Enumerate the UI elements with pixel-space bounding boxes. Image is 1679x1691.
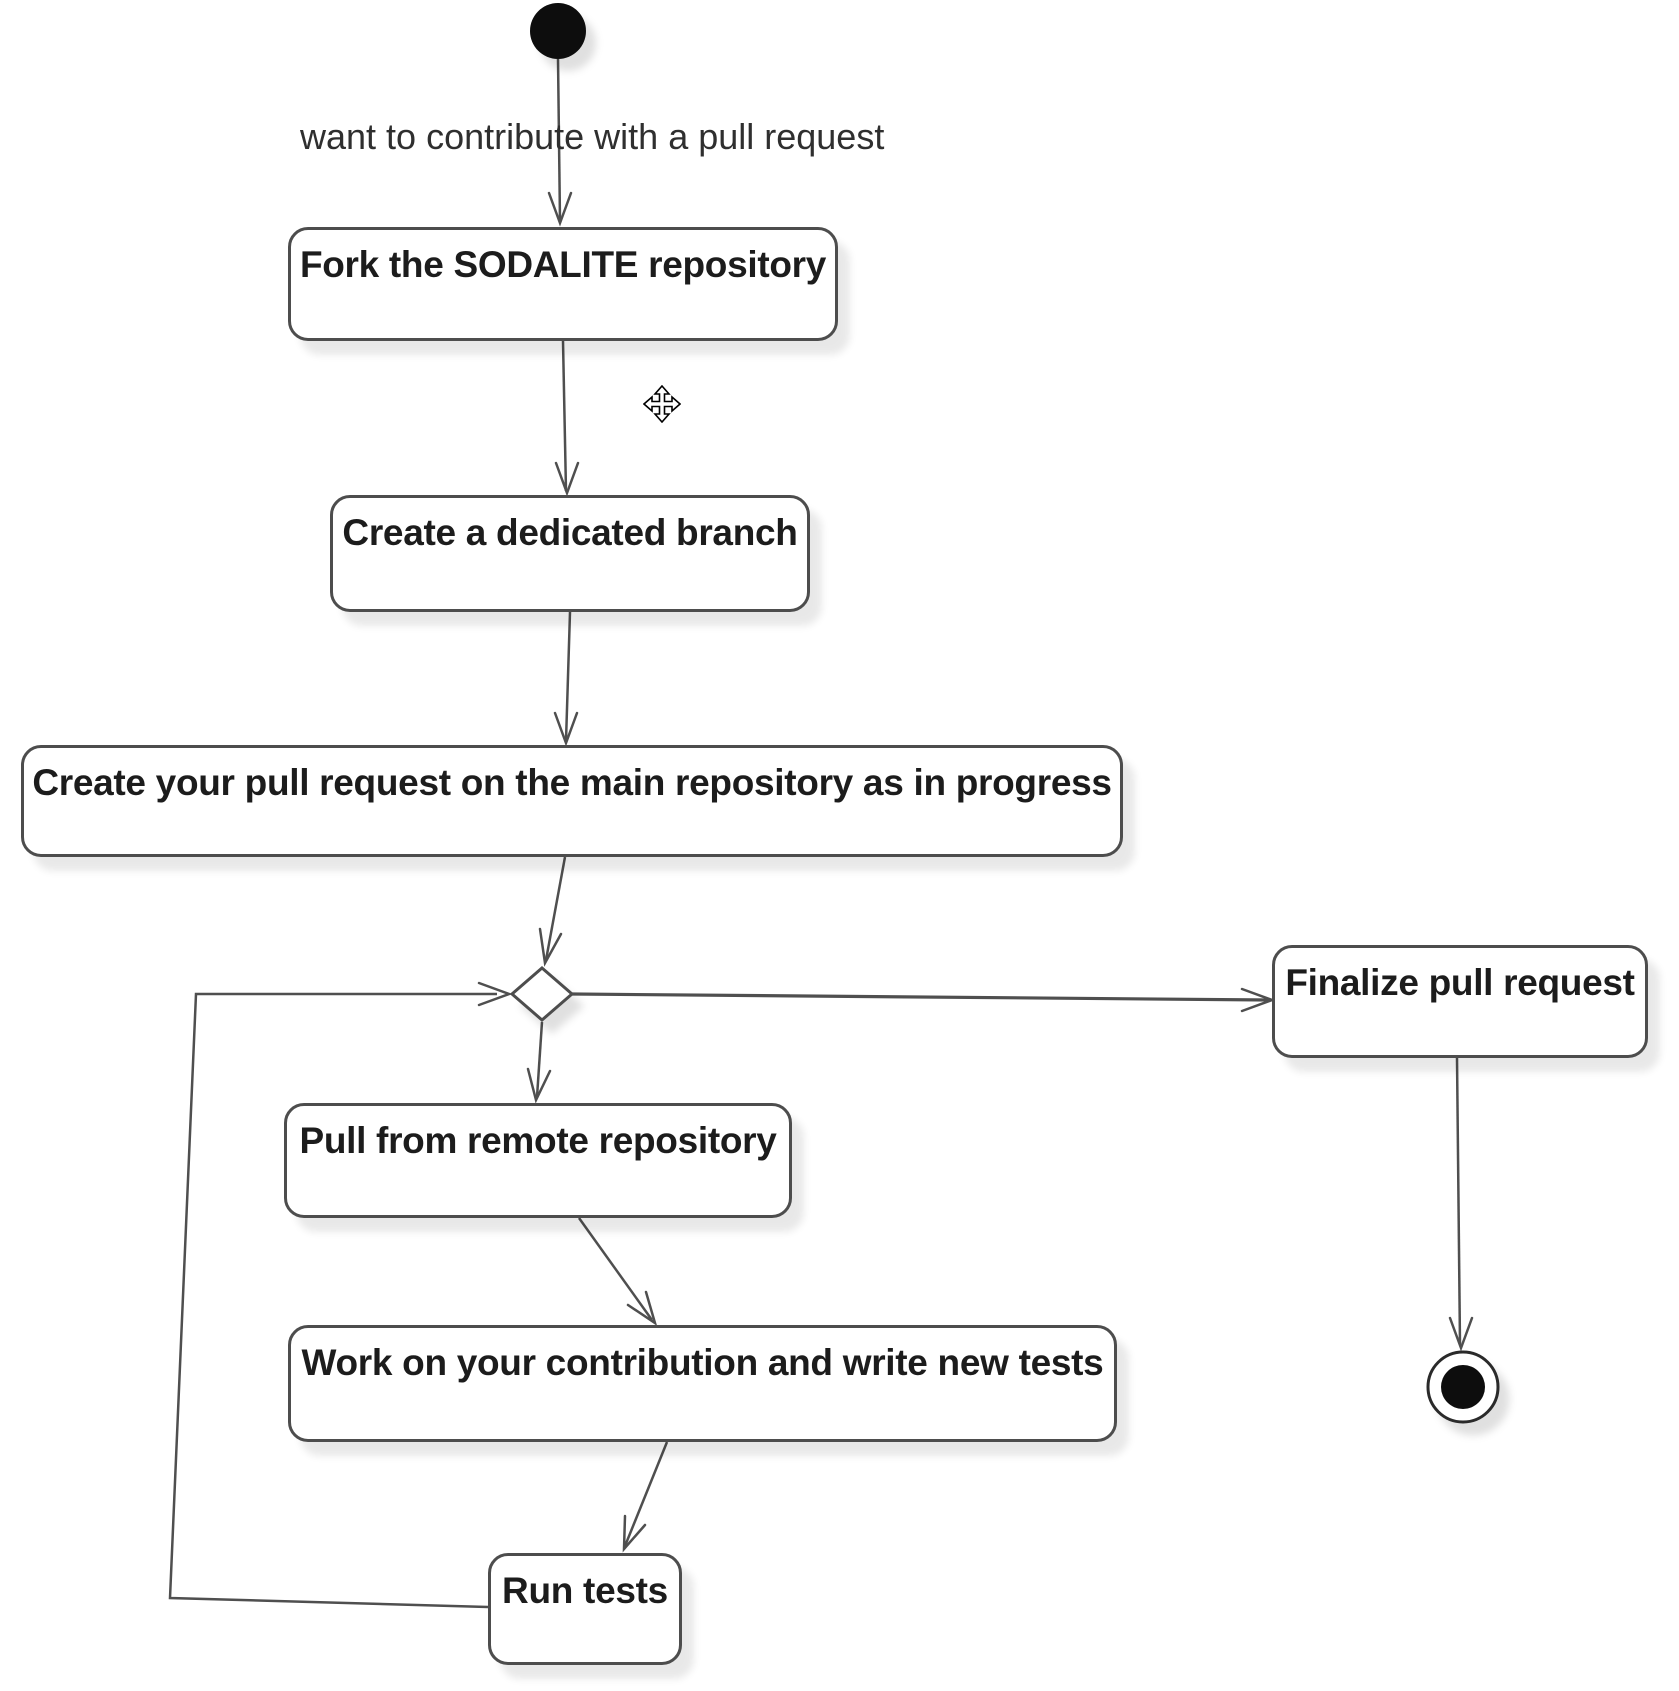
- activity-create-branch[interactable]: Create a dedicated branch: [330, 495, 810, 612]
- activity-label: Create your pull request on the main rep…: [32, 762, 1112, 803]
- activity-label: Fork the SODALITE repository: [299, 244, 827, 285]
- activity-label: Create a dedicated branch: [342, 512, 798, 553]
- move-cursor-icon: [643, 385, 681, 423]
- activity-create-pull-request[interactable]: Create your pull request on the main rep…: [21, 745, 1123, 857]
- activity-pull-from-remote[interactable]: Pull from remote repository: [284, 1103, 792, 1218]
- edge-fork-to-branch[interactable]: [554, 340, 580, 497]
- activity-run-tests[interactable]: Run tests: [488, 1553, 682, 1665]
- activity-label: Run tests: [502, 1570, 668, 1611]
- start-node[interactable]: [530, 3, 586, 59]
- edge-work-to-run[interactable]: [622, 1441, 669, 1553]
- activity-fork-repository[interactable]: Fork the SODALITE repository: [288, 227, 838, 341]
- edge-pr-to-decision[interactable]: [538, 856, 567, 967]
- edge-pull-to-work[interactable]: [577, 1217, 658, 1326]
- edge-branch-to-pr[interactable]: [553, 611, 579, 747]
- edge-label-want-to-contribute[interactable]: want to contribute with a pull request: [300, 116, 885, 157]
- edge-run-loop-to-decision[interactable]: [168, 981, 513, 1609]
- edge-decision-to-pull[interactable]: [526, 1021, 552, 1104]
- activity-work-on-contribution[interactable]: Work on your contribution and write new …: [288, 1325, 1117, 1442]
- activity-finalize-pull-request[interactable]: Finalize pull request: [1272, 945, 1648, 1058]
- edge-start-to-fork[interactable]: [547, 58, 573, 227]
- end-node[interactable]: [1426, 1350, 1500, 1424]
- decision-diamond[interactable]: [509, 966, 575, 1022]
- activity-label: Work on your contribution and write new …: [301, 1342, 1104, 1383]
- activity-label: Pull from remote repository: [299, 1120, 777, 1161]
- activity-label: Finalize pull request: [1285, 962, 1635, 1003]
- edge-finalize-to-end[interactable]: [1448, 1057, 1474, 1352]
- edge-decision-to-finalize[interactable]: [571, 987, 1276, 1013]
